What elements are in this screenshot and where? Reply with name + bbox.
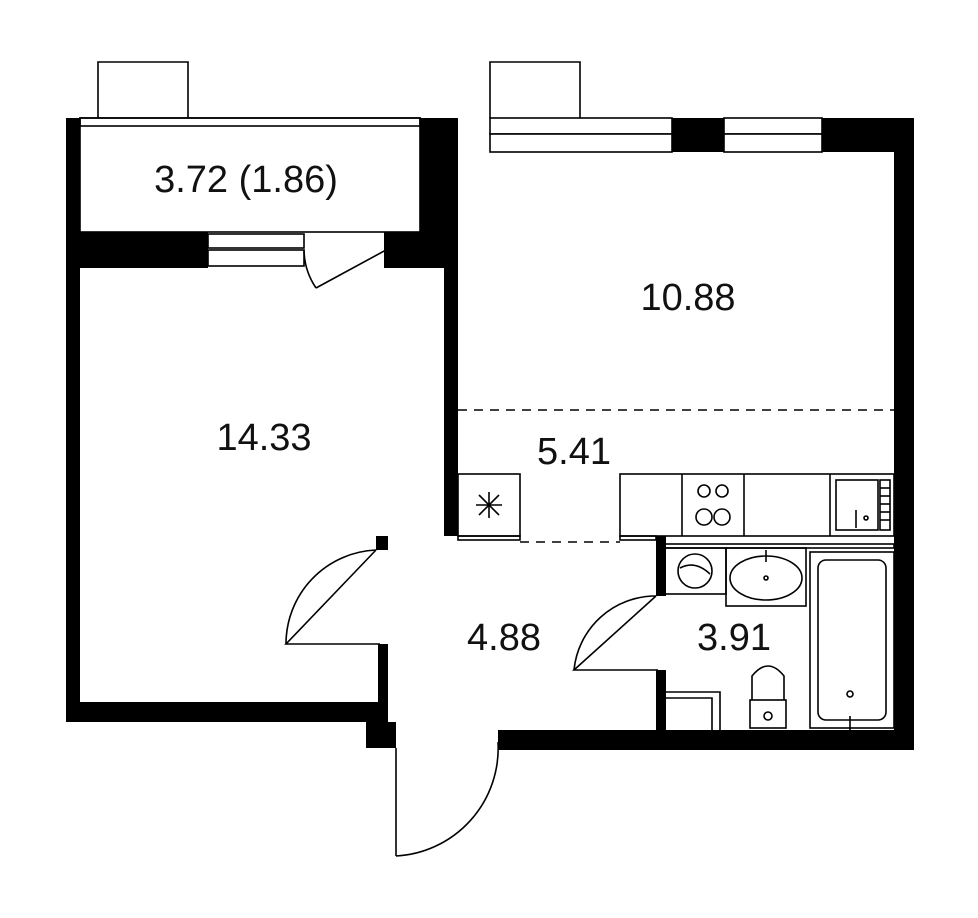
bedroom-area-label: 14.33 (216, 417, 311, 459)
toilet-icon (749, 665, 787, 729)
hallway-area-label: 4.88 (467, 617, 541, 659)
ventilation-icon (457, 473, 521, 537)
kitchen-counter (457, 473, 895, 541)
bathtub-icon (809, 551, 895, 730)
living-area-label: 10.88 (640, 277, 735, 319)
washbasin-icon (725, 547, 807, 607)
balcony (79, 61, 581, 289)
kitchen-sink-icon (835, 479, 891, 531)
bathroom-area-label: 3.91 (697, 617, 771, 659)
washing-machine-icon (663, 547, 727, 595)
doors (284, 549, 658, 857)
kitchen-area-label: 5.41 (537, 431, 611, 473)
walls (66, 118, 914, 750)
stove-icon (695, 484, 731, 526)
bath-cabinet (666, 691, 721, 730)
windows (489, 117, 823, 153)
balcony-area-label: 3.72 (1.86) (154, 159, 338, 201)
